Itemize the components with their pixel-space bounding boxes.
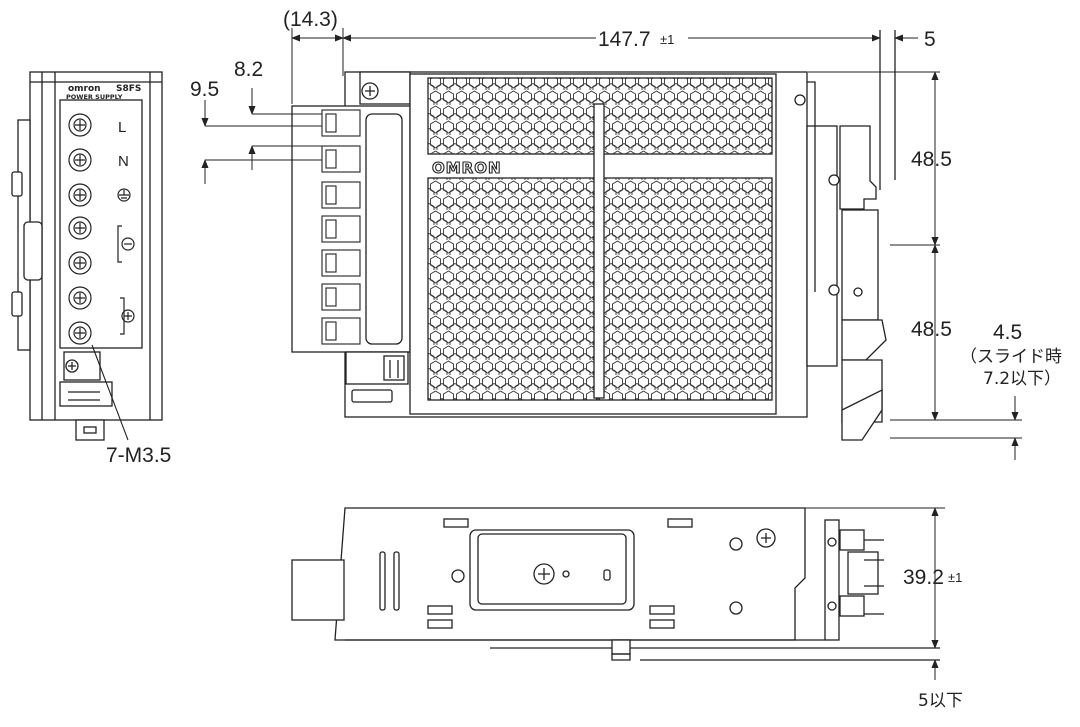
- terminal-label-l: L: [118, 119, 126, 136]
- terminal-callout: 7-M3.5: [106, 444, 171, 467]
- dim-depth-tol: ±1: [948, 570, 962, 585]
- side-model: S8FS: [116, 84, 141, 94]
- front-view: [291, 30, 896, 441]
- dim-width-main: 147.7: [598, 28, 651, 51]
- bottom-dimension-lines: [805, 507, 945, 680]
- dim-depth: 39.2: [903, 566, 944, 589]
- terminal-label-n: N: [118, 153, 129, 170]
- side-brand: omron: [68, 84, 101, 94]
- dim-right-offset: 5: [924, 28, 936, 51]
- dim-width-tol: ±1: [660, 32, 674, 47]
- minus-bracket-icon: [117, 225, 135, 263]
- terminal-block: [68, 113, 92, 345]
- screw-terminal: [68, 321, 92, 345]
- dim-slide: 4.5: [993, 321, 1022, 344]
- dim-height-lower: 48.5: [911, 318, 952, 341]
- screw-terminal: [68, 183, 92, 207]
- dim-pitch-b: 8.2: [234, 58, 263, 81]
- side-subtitle: POWER SUPPLY: [66, 93, 123, 101]
- screw-terminal: [68, 216, 92, 240]
- screw-terminal: [68, 113, 92, 137]
- screw-terminal: [68, 251, 92, 275]
- dim-pitch-a: 9.5: [190, 78, 219, 101]
- ground-symbol-icon: [117, 188, 131, 202]
- dim-bottom: 5以下: [918, 691, 963, 711]
- dim-terminal-depth: (14.3): [283, 8, 338, 31]
- slide-note-1: （スライド時: [960, 347, 1062, 367]
- omron-logo: OMRON: [432, 159, 502, 177]
- side-view: [11, 71, 163, 441]
- screw-terminal: [68, 148, 92, 172]
- slide-note-2: 7.2以下）: [983, 369, 1061, 389]
- front-terminals: [321, 109, 361, 345]
- bottom-view: [291, 507, 940, 661]
- din-rail-bracket: [839, 125, 877, 210]
- screw-terminal: [68, 286, 92, 310]
- dim-height-upper: 48.5: [911, 148, 952, 171]
- front-dimension-lines: [201, 28, 1022, 460]
- plus-bracket-icon: [120, 297, 135, 335]
